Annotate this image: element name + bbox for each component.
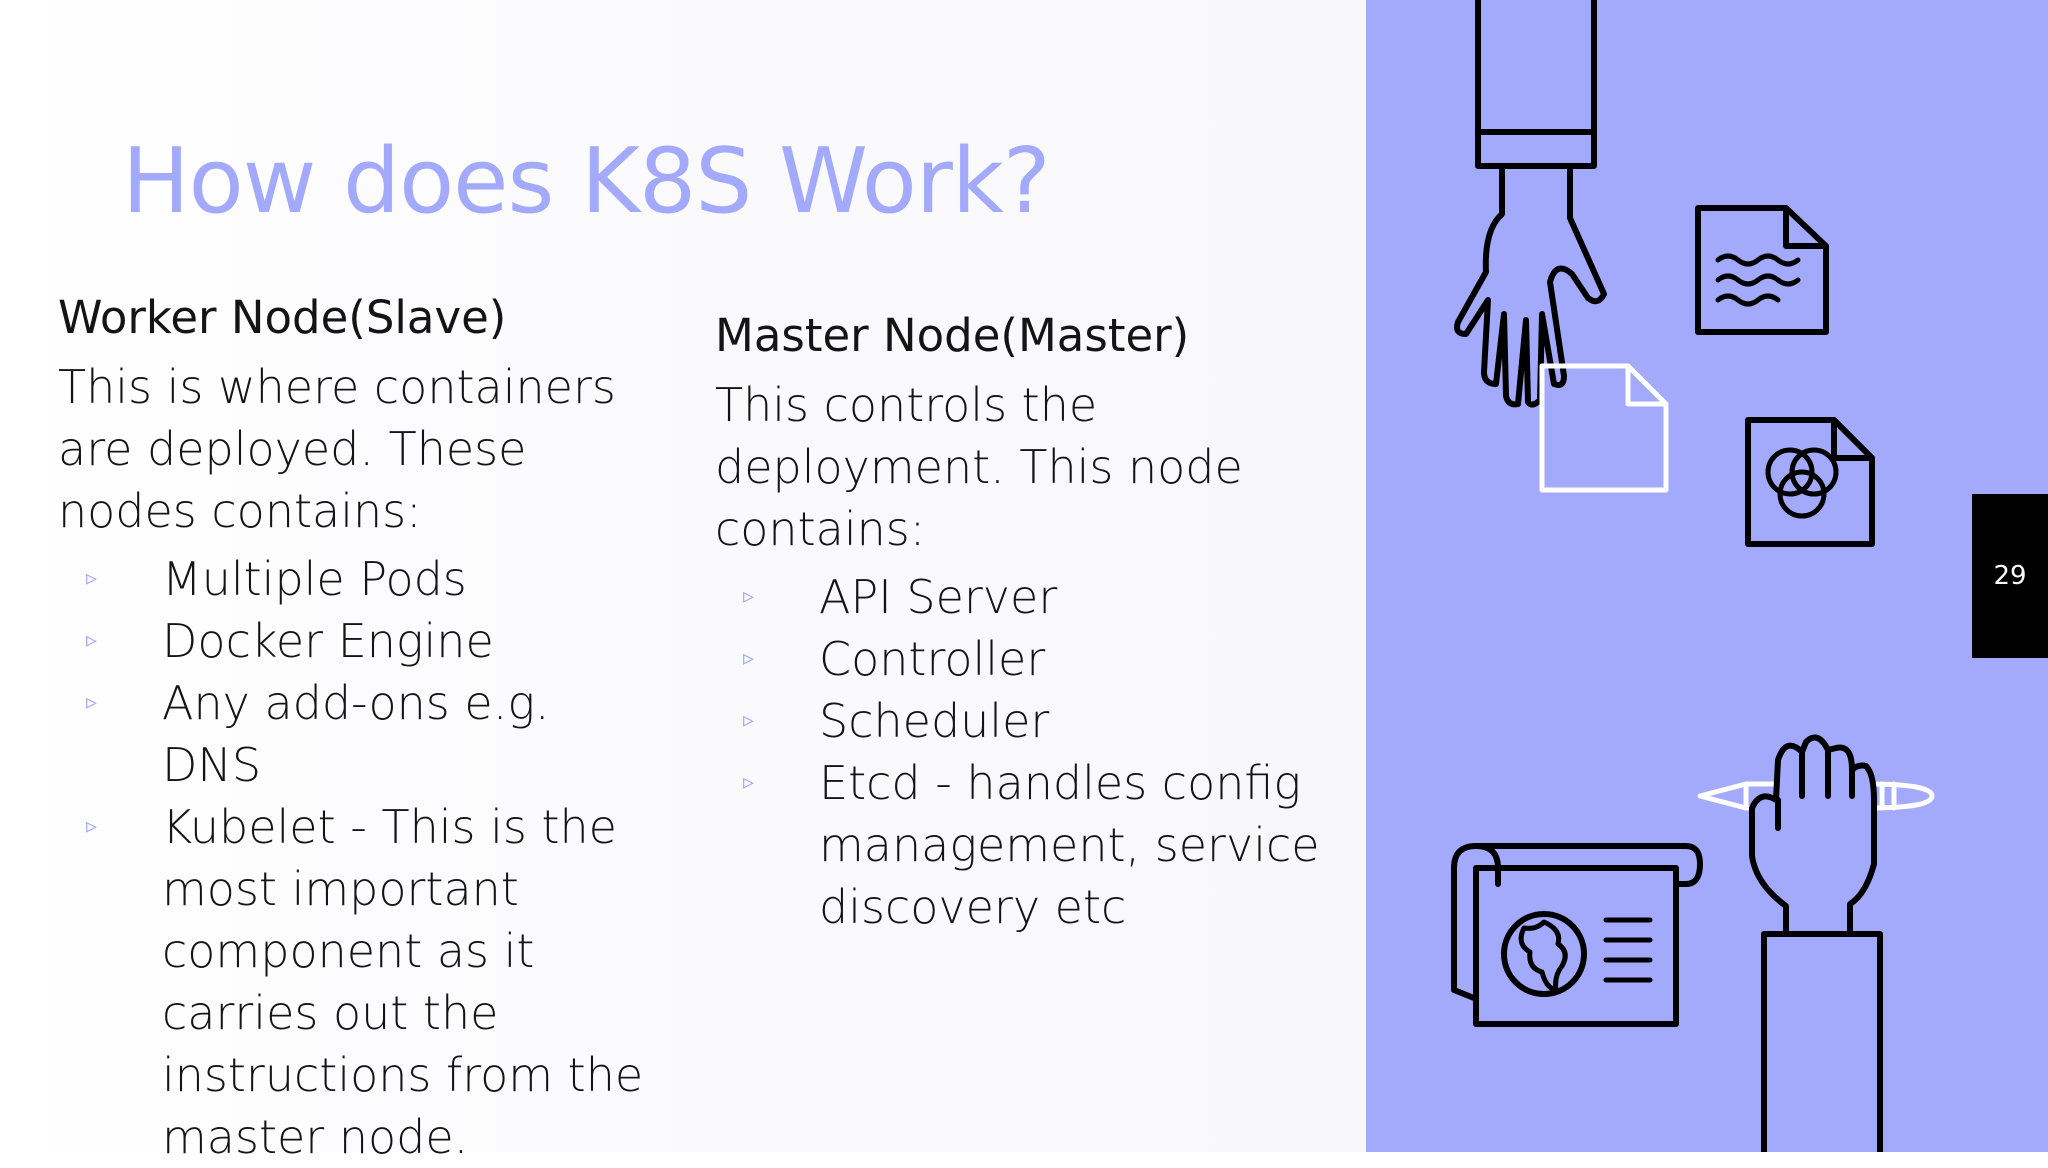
bullet-icon: ▹ <box>743 584 755 609</box>
list-item-text: Kubelet - This is the most important com… <box>162 800 644 1164</box>
master-node-intro: This controls the deployment. This node … <box>715 378 1243 556</box>
hand-icon <box>1454 0 1607 408</box>
list-item-text: Etcd - handles config management, servic… <box>819 756 1320 934</box>
master-node-heading: Master Node(Master) <box>715 309 1190 362</box>
worker-node-list: ▹ Multiple Pods ▹ Docker Engine ▹ Any add-o… <box>58 548 658 1168</box>
bullet-icon: ▹ <box>86 628 98 653</box>
master-node-list: ▹ API Server ▹ Controller ▹ Scheduler ▹ Etcd… <box>715 566 1355 938</box>
bullet-icon: ▹ <box>86 814 98 839</box>
list-item: ▹ API Server <box>715 566 1355 628</box>
bullet-icon: ▹ <box>743 770 755 795</box>
list-item: ▹ Docker Engine <box>58 610 658 672</box>
list-item-text: Scheduler <box>819 694 1050 748</box>
bullet-icon: ▹ <box>86 566 98 591</box>
globe-icon <box>1501 911 1587 997</box>
content-area <box>0 0 1366 1152</box>
worker-node-heading: Worker Node(Slave) <box>58 291 507 344</box>
list-item: ▹ Etcd - handles config management, servi… <box>715 752 1355 938</box>
illustration <box>1451 0 1935 1152</box>
document-icon <box>1695 205 1829 335</box>
slide-title: How does K8S Work? <box>122 129 1051 234</box>
bullet-icon: ▹ <box>743 646 755 671</box>
list-item-text: Any add-ons e.g. DNS <box>162 676 550 792</box>
list-item-text: Docker Engine <box>162 614 494 668</box>
worker-node-intro: This is where containers are deployed. T… <box>58 360 616 538</box>
list-item: ▹ Kubelet - This is the most important co… <box>58 796 658 1168</box>
color-circles-document-icon <box>1745 417 1875 547</box>
list-item: ▹ Scheduler <box>715 690 1355 752</box>
scroll-map-icon <box>1451 843 1703 1027</box>
page-number: 29 <box>1972 494 2048 658</box>
list-item: ▹ Multiple Pods <box>58 548 658 610</box>
bullet-icon: ▹ <box>743 708 755 733</box>
blank-page-icon <box>1539 363 1669 493</box>
worker-node-column: Worker Node(Slave) This is where contain… <box>58 288 658 1168</box>
list-item-text: API Server <box>819 570 1058 624</box>
list-item-text: Multiple Pods <box>162 552 467 606</box>
list-item: ▹ Controller <box>715 628 1355 690</box>
bullet-icon: ▹ <box>86 690 98 715</box>
master-node-column: Master Node(Master) This controls the de… <box>715 306 1355 938</box>
list-item: ▹ Any add-ons e.g. DNS <box>58 672 658 796</box>
hand-holding-pencil-icon <box>1749 734 1883 1152</box>
list-item-text: Controller <box>819 632 1046 686</box>
